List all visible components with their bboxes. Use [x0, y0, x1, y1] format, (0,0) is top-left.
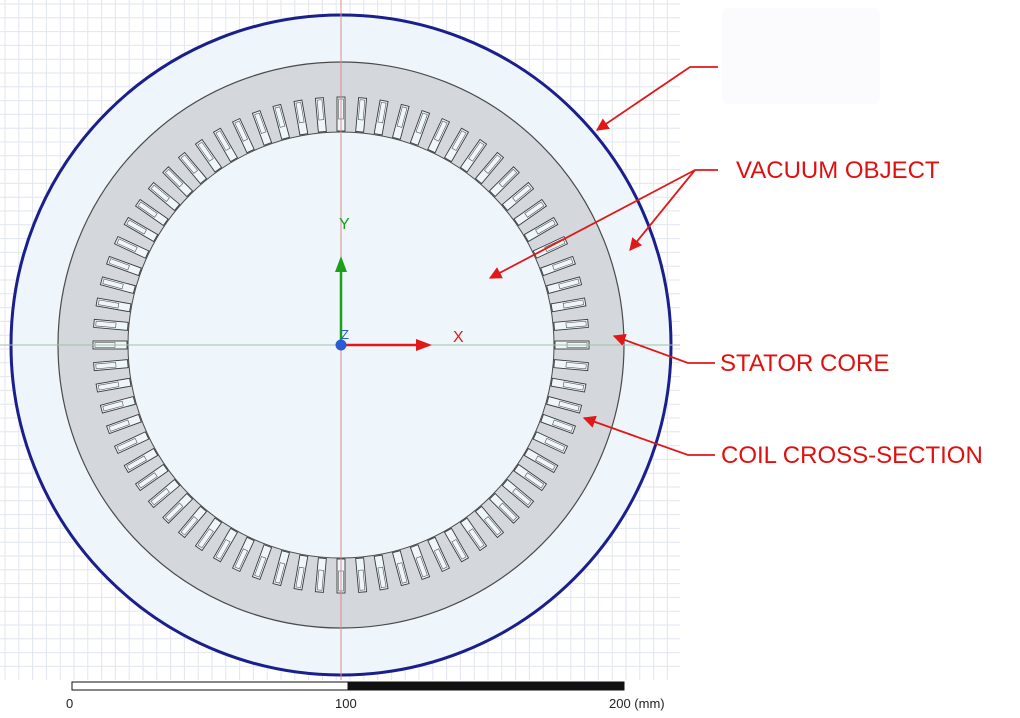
- coil-slots-group: [92, 96, 590, 594]
- arrow-vacuum-outer: [629, 169, 696, 251]
- coil-slot: [391, 550, 410, 587]
- coil-slot: [177, 151, 208, 185]
- coil-slot: [427, 536, 451, 573]
- coil-slot: [513, 463, 548, 492]
- coil-slot: [194, 517, 223, 552]
- coil-slot: [162, 166, 194, 198]
- coil-slot: [231, 117, 255, 154]
- coil-slot: [231, 536, 255, 573]
- x-axis-arrowhead: [416, 339, 432, 351]
- coil-slot: [443, 127, 470, 163]
- coil-slot: [123, 447, 159, 474]
- scale-tick-0: 0: [66, 696, 74, 711]
- coil-slot: [93, 359, 129, 372]
- coil-slot: [540, 413, 576, 435]
- coil-slot: [550, 377, 587, 393]
- coil-slot: [147, 181, 181, 212]
- coil-slot: [443, 527, 470, 563]
- coil-slot: [501, 181, 535, 212]
- coil-slot: [427, 117, 451, 154]
- coil-slot: [540, 255, 576, 277]
- coil-slot: [550, 297, 587, 313]
- y-axis-label: Y: [339, 216, 350, 233]
- coil-slot: [251, 544, 273, 580]
- coil-slot: [409, 544, 431, 580]
- label-coil-cross-section: COIL CROSS-SECTION: [721, 442, 983, 469]
- y-axis-arrowhead: [335, 256, 347, 272]
- coil-slot: [488, 166, 520, 198]
- coil-slot: [523, 216, 559, 243]
- z-axis-label: Z: [341, 327, 349, 342]
- blank-label-patch: [722, 8, 880, 104]
- scale-bar-white-segment: [71, 681, 349, 691]
- scale-bar: [71, 681, 625, 691]
- coil-slot: [113, 431, 150, 455]
- coil-slot: [106, 413, 142, 435]
- coil-slot: [293, 99, 309, 136]
- coil-slot: [212, 127, 239, 163]
- coil-slot: [546, 276, 583, 295]
- coil-slot: [106, 255, 142, 277]
- coil-slot: [113, 235, 150, 259]
- label-stator-core: STATOR CORE: [720, 350, 890, 377]
- coil-slot: [355, 97, 368, 133]
- scale-tick-100: 100: [335, 696, 357, 711]
- coil-slot: [553, 359, 589, 372]
- coil-slot: [177, 505, 208, 539]
- scale-bar-black-segment: [347, 681, 625, 691]
- coil-slot: [272, 103, 291, 140]
- arrow-unlabeled-outer: [595, 66, 718, 131]
- scale-tick-200: 200 (mm): [609, 696, 665, 711]
- coil-slot: [391, 103, 410, 140]
- coil-slot: [272, 550, 291, 587]
- coil-slot: [212, 527, 239, 563]
- coil-slot: [123, 216, 159, 243]
- coil-slot: [501, 478, 535, 509]
- coil-slot: [409, 110, 431, 146]
- annotation-arrows: [488, 66, 718, 456]
- coil-slot: [147, 478, 181, 509]
- label-vacuum-object: VACUUM OBJECT: [736, 157, 940, 184]
- z-axis-origin-dot: [335, 339, 347, 351]
- coil-slot: [474, 151, 505, 185]
- coil-slot: [355, 557, 368, 593]
- coil-slot: [513, 198, 548, 227]
- arrow-stator-core: [612, 333, 715, 364]
- coil-slot: [553, 318, 589, 331]
- coil-slot: [532, 431, 569, 455]
- coil-slot: [95, 377, 132, 393]
- coil-slot: [474, 505, 505, 539]
- coil-slot: [293, 554, 309, 591]
- coil-slot: [373, 99, 389, 136]
- coil-slot: [488, 492, 520, 524]
- coil-slot: [251, 110, 273, 146]
- coil-slot: [314, 97, 327, 133]
- coil-slot: [314, 557, 327, 593]
- coil-slot: [373, 554, 389, 591]
- coil-slot: [95, 297, 132, 313]
- coil-slot: [459, 138, 488, 173]
- coil-slot: [99, 395, 136, 414]
- coil-slot: [194, 138, 223, 173]
- coil-slot: [459, 517, 488, 552]
- x-axis-label: X: [453, 329, 464, 346]
- coil-slot: [93, 318, 129, 331]
- coil-slot: [134, 463, 169, 492]
- coil-slot: [99, 276, 136, 295]
- coil-slot: [546, 395, 583, 414]
- coil-slot: [134, 198, 169, 227]
- coil-slot: [523, 447, 559, 474]
- coil-slot: [162, 492, 194, 524]
- arrow-coil-cross-section: [582, 415, 715, 456]
